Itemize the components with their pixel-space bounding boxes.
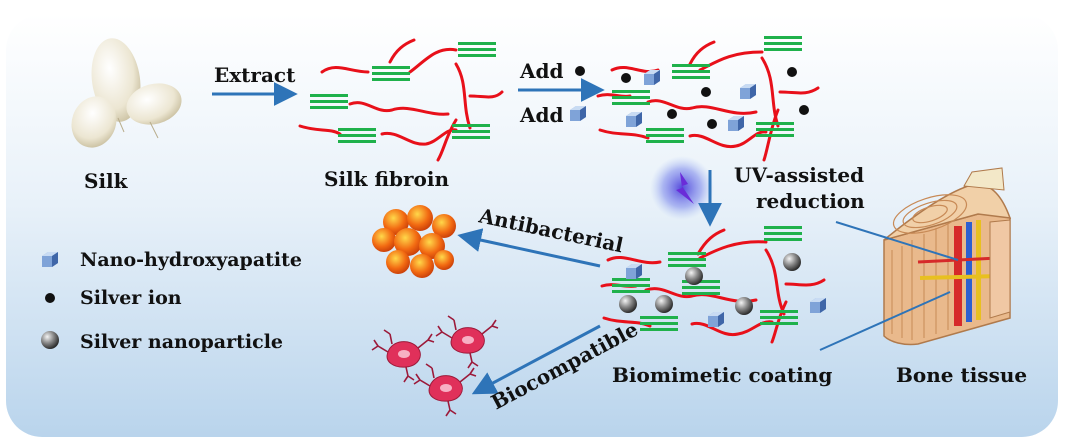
legend-nano-hydroxyapatite-label: Nano-hydroxyapatite <box>80 249 302 271</box>
bone-pointer-line-lower <box>819 291 951 351</box>
add-ion-label: Add <box>519 59 564 83</box>
silk-cocoon-image <box>71 38 182 148</box>
bone-tissue-image <box>883 167 1012 346</box>
silk-fibroin-network <box>298 38 504 162</box>
bacteria-cluster-image <box>372 205 456 278</box>
silk-label: Silk <box>84 169 129 193</box>
legend-silver-nanoparticle-icon <box>41 331 59 349</box>
biomimetic-coating-network <box>600 226 826 344</box>
biocompatible-arrow <box>471 324 601 395</box>
biomimetic-coating-label: Biomimetic coating <box>612 363 832 387</box>
silk-fibroin-label: Silk fibroin <box>324 167 449 191</box>
legend-silver-ion-icon <box>45 293 55 303</box>
add-silver-ion-marker <box>575 66 585 76</box>
bone-tissue-label: Bone tissue <box>896 363 1027 387</box>
mixed-network <box>596 36 820 162</box>
background-panel <box>6 14 1058 437</box>
legend-silver-ion-label: Silver ion <box>80 287 182 309</box>
extract-label: Extract <box>214 63 296 87</box>
uv-label-line1: UV-assisted <box>734 163 864 187</box>
bone-pointer-line-upper <box>835 221 959 261</box>
add-nha-label: Add <box>519 103 564 127</box>
uv-label-line2: reduction <box>756 189 865 213</box>
antibacterial-arrow <box>457 228 601 268</box>
legend: Nano-hydroxyapatite Silver ion Silver na… <box>41 249 302 353</box>
legend-silver-nanoparticle-label: Silver nanoparticle <box>80 331 283 353</box>
